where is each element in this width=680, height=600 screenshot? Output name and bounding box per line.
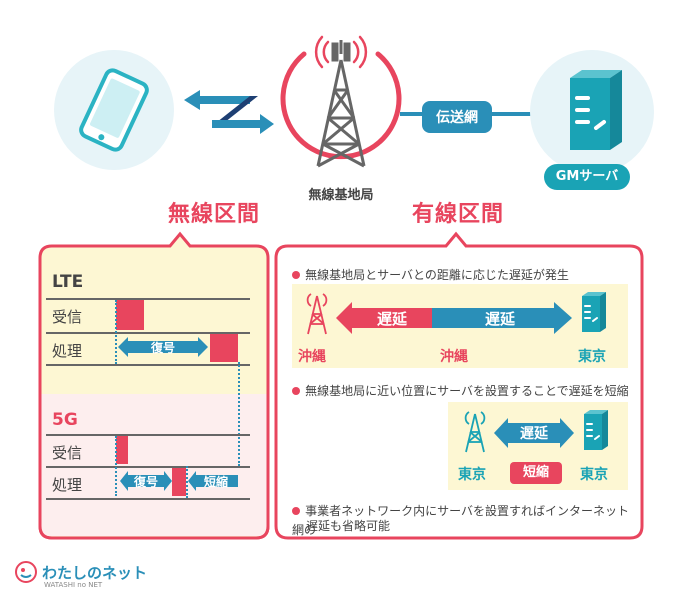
brand-logo-icon xyxy=(15,561,37,583)
bullet-dot xyxy=(292,271,300,279)
tokyo-server-icon-2 xyxy=(584,410,608,450)
bullet-dot xyxy=(292,507,300,515)
delay-label-red: 遅延 xyxy=(376,310,407,328)
lte-line-2 xyxy=(46,332,250,334)
bullet-3-text-line2: 遅延も省略可能 xyxy=(306,519,391,533)
bullet-2-text: 無線基地局に近い位置にサーバを設置することで遅延を短縮 xyxy=(305,384,629,398)
bullet-1-text: 無線基地局とサーバとの距離に応じた遅延が発生 xyxy=(305,268,569,282)
tower-label: 無線基地局 xyxy=(308,188,374,203)
lte-receive-label: 受信 xyxy=(52,308,83,326)
bullet-dot xyxy=(292,387,300,395)
lte-dotted-start xyxy=(115,300,117,364)
lte-decode-label: 復号 xyxy=(150,341,175,355)
server-circle xyxy=(530,50,654,174)
okinawa-tower-icon xyxy=(306,293,328,335)
g5-dotted-end xyxy=(186,466,188,498)
lte-line-3 xyxy=(46,364,250,366)
wireless-panel-frame xyxy=(38,231,270,540)
base-station-graphic xyxy=(280,35,402,168)
okinawa-label-2: 沖縄 xyxy=(440,349,468,365)
g5-process-bar xyxy=(172,468,186,496)
delay-arrow-long xyxy=(336,302,572,334)
g5-receive-bar xyxy=(116,436,128,464)
tokyo-tower-icon xyxy=(464,411,486,453)
g5-compress-arrow xyxy=(188,471,238,491)
smartphone-icon xyxy=(79,68,149,152)
delay-arrow-short xyxy=(494,418,574,448)
g5-decode-label: 復号 xyxy=(133,475,158,489)
g5-title: 5G xyxy=(52,410,78,430)
delay-label-blue: 遅延 xyxy=(484,310,515,328)
g5-decode-arrow xyxy=(120,471,172,491)
tokyo-label-2: 東京 xyxy=(458,467,486,483)
bullet-1: 無線基地局とサーバとの距離に応じた遅延が発生 xyxy=(292,264,569,283)
lte-process-label: 処理 xyxy=(52,342,83,360)
server-icon xyxy=(570,70,622,150)
brand-logo-text: わたしのネット xyxy=(42,564,148,582)
lte-process-bar xyxy=(210,334,238,362)
bullet-3-text-line1: 事業者ネットワーク内にサーバを設置すればインターネット網の xyxy=(292,504,629,537)
phone-circle xyxy=(54,50,174,170)
g5-compress-label: 短縮 xyxy=(203,475,228,489)
okinawa-label-1: 沖縄 xyxy=(298,349,326,365)
lte-receive-bar xyxy=(116,300,144,330)
bullet-3: 事業者ネットワーク内にサーバを設置すればインターネット網の xyxy=(292,500,632,538)
g5-line-1 xyxy=(46,434,250,436)
g5-receive-label: 受信 xyxy=(52,444,83,462)
lte-line-1 xyxy=(46,298,250,300)
radio-waves-icon xyxy=(314,35,368,69)
lte-dotted-end xyxy=(238,362,240,466)
tokyo-label-1: 東京 xyxy=(578,349,606,365)
g5-line-3 xyxy=(46,498,250,500)
wireless-section-heading: 無線区間 xyxy=(168,202,261,227)
bullet-2: 無線基地局に近い位置にサーバを設置することで遅延を短縮 xyxy=(292,380,629,399)
tokyo-server-icon xyxy=(582,292,606,332)
antenna-tower-icon xyxy=(316,40,366,168)
tokyo-label-3: 東京 xyxy=(580,467,608,483)
lte-decode-arrow xyxy=(118,337,208,357)
g5-process-label: 処理 xyxy=(52,476,83,494)
wired-section-heading: 有線区間 xyxy=(412,202,505,227)
g5-dotted-start xyxy=(115,436,117,496)
g5-line-2 xyxy=(46,466,250,468)
short-badge: 短縮 xyxy=(510,462,562,484)
network-pill: 伝送網 xyxy=(422,101,492,133)
lte-title: LTE xyxy=(52,272,84,292)
brand-logo-subtext: WATASHI no NET xyxy=(44,581,103,589)
delay-label-short: 遅延 xyxy=(520,426,548,442)
server-label: GMサーバ xyxy=(544,164,630,190)
wireless-link-icon xyxy=(184,90,274,134)
